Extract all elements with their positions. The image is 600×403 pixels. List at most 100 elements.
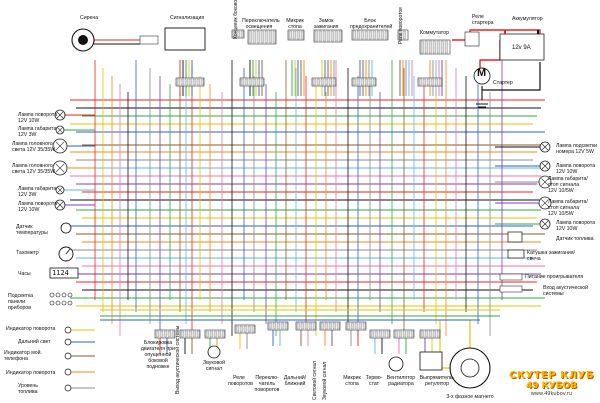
lamp-cross: [541, 143, 549, 151]
left-label-5: Лампа поворота 12V 10W: [18, 201, 58, 213]
connector-pin: [360, 30, 364, 40]
connector: [417, 77, 443, 87]
connector-pin: [163, 330, 167, 338]
connector-pin: [436, 330, 440, 338]
connector-pin: [368, 30, 372, 40]
right-label-0: Лампа подсветки номера 12V 5W: [556, 143, 598, 155]
connector-pin: [338, 30, 342, 42]
connector-pin: [402, 30, 406, 40]
connector-pin: [362, 322, 366, 330]
bottom-label-0: Блокировка двигателя при опущенной боков…: [140, 340, 176, 370]
bottom-label-4: Переклю- чатель поворотов: [254, 375, 280, 393]
wire: [452, 29, 541, 41]
left-label-2: Лампа головного света 12V 35/35W: [12, 141, 56, 153]
connector-pin: [304, 322, 308, 330]
motor-symbol: M: [477, 67, 487, 79]
connector-pin: [296, 322, 300, 330]
left-label-10: Индикатор поворота: [6, 326, 56, 332]
connector-pin: [192, 78, 196, 86]
connector-pin: [368, 78, 372, 86]
connector-pin: [418, 78, 422, 86]
connector-pin: [244, 78, 248, 86]
bottom-label-2: Звуковой сигнал: [202, 360, 226, 372]
clock-display: 1124: [52, 269, 69, 277]
clock-icon: [49, 267, 79, 279]
light-switch-label: Переключатель освещения: [242, 18, 280, 30]
fuel-sensor-icon: [507, 231, 523, 243]
club-logo: СКУТЕР КЛУБ 49 КУБОВ www.49kubov.ru: [509, 370, 594, 397]
connector-pin: [196, 330, 200, 338]
left-label-13: Индикатор поворота: [6, 370, 56, 376]
brake-switch-label: Микрик стопа: [286, 18, 304, 30]
lamp-cross: [56, 201, 64, 209]
bottom-label-9: Термо- стат: [365, 375, 383, 387]
panel-light-icon: [61, 292, 67, 298]
connector-pin: [364, 78, 368, 86]
bottom-label-12: 3-х фазное магнето: [446, 394, 494, 400]
connector-pin: [268, 30, 272, 44]
audio-input-connector: [499, 285, 523, 293]
connector-pin: [372, 30, 376, 40]
lamp-cross: [57, 127, 63, 133]
connector: [311, 77, 337, 87]
right-label-1: Лампа поворота 12V 10W: [556, 163, 596, 175]
connector-pin: [196, 78, 200, 86]
connector-pin: [240, 30, 244, 38]
connector-pin: [180, 330, 184, 338]
connector-pin: [235, 325, 239, 333]
lamp-cross: [55, 163, 65, 173]
left-label-4: Лампа габарита 12V 3W: [18, 186, 57, 198]
wires: [64, 29, 545, 389]
connector-pin: [252, 78, 256, 86]
right-label-2: Лампа габарита/ стоп сигнала 12V 10/5W: [548, 176, 588, 194]
lamp-cross: [541, 220, 549, 228]
connector-pin: [308, 322, 312, 330]
panel-light-icon: [55, 292, 61, 298]
indicator-lamp-icon: [64, 368, 72, 376]
bottom-label-7: Звуковой сигнал: [322, 361, 328, 400]
connector-pin: [251, 325, 255, 333]
connector-pin: [372, 78, 376, 86]
connector-pin: [324, 322, 328, 330]
indicator-lamp-icon: [64, 338, 72, 346]
left-label-12: Индикатор мой. телефона: [4, 350, 42, 362]
magneto-rotor: [460, 358, 480, 378]
starter-motor-icon: [473, 67, 491, 85]
connector-pin: [300, 322, 304, 330]
connector-pin: [358, 322, 362, 330]
connector-pin: [428, 330, 432, 338]
lamp-cross: [56, 111, 64, 119]
tachometer-needle: [65, 248, 71, 255]
lamp-cross: [541, 199, 549, 207]
connector-pin: [334, 30, 338, 42]
lamp-cross: [57, 187, 63, 193]
connector-pin: [312, 322, 316, 330]
connector-pin: [239, 325, 243, 333]
alarm-connector: [139, 35, 159, 45]
panel-light-icon: [55, 300, 61, 306]
connector-pin: [432, 330, 436, 338]
connector-pin: [171, 330, 175, 338]
connector-pin: [300, 30, 304, 40]
connector-pin: [314, 30, 318, 42]
connector-pin: [336, 322, 340, 330]
stand-switch-label: Концевик боковой подножки: [233, 0, 239, 39]
connector-pin: [398, 30, 402, 40]
connector-pin: [322, 30, 326, 42]
left-label-14: Уровень топлива: [18, 383, 38, 395]
logo-line-3: www.49kubov.ru: [530, 391, 573, 397]
player-power-connector: [499, 273, 523, 281]
connector-pin: [252, 30, 256, 44]
connector-pin: [424, 40, 428, 54]
connector-pin: [188, 330, 192, 338]
connector-pin: [324, 78, 328, 86]
lamp-cross: [541, 178, 549, 186]
connector-pin: [217, 330, 221, 338]
connector-pin: [438, 78, 442, 86]
connector-pin: [205, 330, 209, 338]
connector-pin: [213, 330, 217, 338]
connector-pin: [332, 78, 336, 86]
connector-pin: [444, 40, 448, 54]
connector-pin: [272, 30, 276, 44]
connector-pin: [264, 30, 268, 44]
